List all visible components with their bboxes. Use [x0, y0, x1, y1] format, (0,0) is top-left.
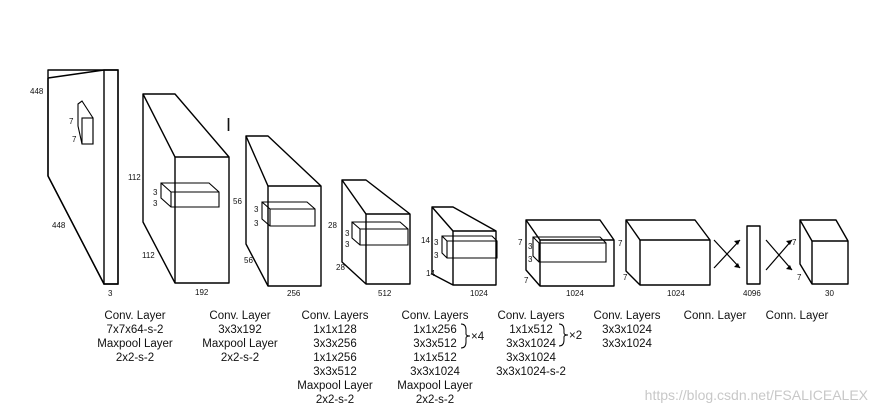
- block2-height-label: 56: [233, 197, 242, 206]
- block6-height-label: 7: [618, 239, 623, 248]
- output-width-label: 7: [797, 273, 802, 282]
- caption-layer-1: Conv. Layer 7x7x64-s-2 Maxpool Layer 2x2…: [97, 310, 173, 364]
- fc-size-label: 4096: [743, 289, 761, 298]
- block5-depth-label: 1024: [566, 289, 584, 298]
- output-height-label: 7: [792, 238, 797, 247]
- input-height-label: 448: [30, 87, 44, 96]
- block2-depth-label: 256: [287, 289, 301, 298]
- caption-layer-6: Conv. Layers 3x3x1024 3x3x1024: [593, 310, 661, 350]
- feature-block-1: 112 112 192 3 3: [128, 93, 230, 297]
- block5-kernel-h-label: 3: [528, 242, 533, 251]
- feature-block-5: 7 7 1024 3 3: [518, 219, 615, 298]
- input-image: 448 448 3 7 7: [30, 69, 119, 298]
- block1-kernel-h-label: 3: [153, 188, 158, 197]
- block5-kernel-w-label: 3: [528, 255, 533, 264]
- repeat-times-2: ×2: [569, 330, 582, 342]
- input-channels-label: 3: [108, 289, 113, 298]
- fc-layer-block: 4096: [743, 225, 761, 298]
- feature-block-4: 14 14 1024 3 3: [421, 206, 498, 298]
- block5-width-label: 7: [524, 276, 529, 285]
- caption-layer-7: Conn. Layer: [683, 310, 747, 322]
- block3-height-label: 28: [328, 221, 337, 230]
- block1-width-label: 112: [142, 251, 155, 260]
- block3-kernel-h-label: 3: [345, 229, 350, 238]
- watermark-text: https://blog.csdn.net/FSALICEALEX: [644, 387, 868, 403]
- input-kernel-w-label: 7: [72, 135, 77, 144]
- repeat-times-4: ×4: [471, 331, 485, 343]
- repeat-brace-1: ×4: [460, 323, 485, 349]
- block4-width-label: 14: [426, 269, 435, 278]
- output-depth-label: 30: [825, 289, 834, 298]
- block2-kernel-w-label: 3: [254, 219, 259, 228]
- feature-block-6: 7 7 1024: [618, 219, 711, 298]
- text-cursor-icon: Ι: [226, 115, 231, 135]
- connection-arrows-2: [765, 239, 793, 271]
- block6-depth-label: 1024: [667, 289, 685, 298]
- caption-layer-4: Conv. Layers 1x1x256 3x3x512 1x1x512 3x3…: [397, 310, 473, 406]
- block2-kernel-h-label: 3: [254, 205, 259, 214]
- connection-arrows-1: [713, 239, 741, 269]
- block4-kernel-w-label: 3: [434, 251, 439, 260]
- block1-depth-label: 192: [195, 288, 209, 297]
- block3-kernel-w-label: 3: [345, 240, 350, 249]
- input-width-label: 448: [52, 221, 66, 230]
- block3-depth-label: 512: [378, 289, 392, 298]
- block2-width-label: 56: [244, 256, 253, 265]
- caption-layer-2: Conv. Layer 3x3x192 Maxpool Layer 2x2-s-…: [202, 310, 278, 364]
- block4-depth-label: 1024: [470, 289, 488, 298]
- block1-kernel-w-label: 3: [153, 199, 158, 208]
- block4-kernel-h-label: 3: [434, 238, 439, 247]
- caption-layer-5: Conv. Layers 1x1x512 3x3x1024 3x3x1024 3…: [496, 310, 566, 378]
- feature-block-2: 56 56 256 3 3: [233, 135, 322, 298]
- block6-width-label: 7: [623, 273, 628, 282]
- caption-layer-3: Conv. Layers 1x1x128 3x3x256 1x1x256 3x3…: [297, 310, 373, 406]
- output-block: 7 7 30: [792, 219, 849, 298]
- input-kernel-h-label: 7: [69, 117, 74, 126]
- block5-height-label: 7: [518, 238, 523, 247]
- caption-layer-8: Conn. Layer: [765, 310, 829, 322]
- block3-width-label: 28: [336, 263, 345, 272]
- repeat-brace-2: ×2: [558, 323, 582, 347]
- block4-height-label: 14: [421, 236, 430, 245]
- feature-block-3: 28 28 512 3 3: [328, 179, 411, 298]
- block1-height-label: 112: [128, 173, 141, 182]
